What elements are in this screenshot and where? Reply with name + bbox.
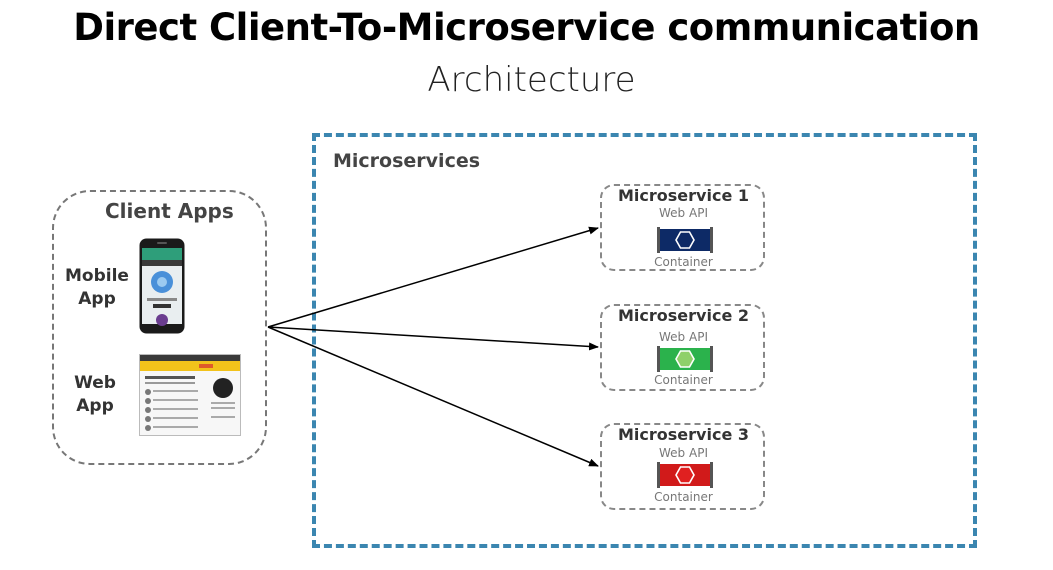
microservice-2-name: Microservice 2	[618, 306, 749, 325]
microservices-region	[312, 133, 977, 548]
web-app-label: Web App	[60, 372, 130, 418]
mobile-app-label-line1: Mobile	[65, 266, 129, 286]
diagram-title: Direct Client-To-Microservice communicat…	[73, 6, 980, 49]
client-apps-group	[52, 190, 267, 465]
microservice-3-box	[600, 423, 765, 510]
web-app-image	[139, 354, 241, 436]
microservice-3-api-label: Web API	[659, 446, 708, 460]
client-apps-title: Client Apps	[105, 199, 234, 223]
microservice-2-container-label: Container	[654, 373, 713, 387]
arrow-to-microservice-1	[267, 226, 599, 328]
mobile-app-label: Mobile App	[62, 265, 132, 311]
web-app-label-line1: Web	[74, 373, 116, 393]
microservice-3-container-label: Container	[654, 490, 713, 504]
microservice-1-api-label: Web API	[659, 206, 708, 220]
microservice-1-container-label: Container	[654, 255, 713, 269]
arrow-to-microservice-2	[267, 326, 599, 351]
mobile-phone-image	[139, 238, 185, 334]
container-icon	[657, 227, 713, 253]
diagram-subtitle: Architecture	[427, 60, 636, 100]
web-app-label-line2: App	[76, 396, 114, 416]
mobile-app-label-line2: App	[78, 289, 116, 309]
microservice-1-name: Microservice 1	[618, 186, 749, 205]
microservice-1-box	[600, 184, 765, 271]
container-icon	[657, 346, 713, 372]
container-icon	[657, 462, 713, 488]
microservice-3-name: Microservice 3	[618, 425, 749, 444]
microservice-2-box	[600, 304, 765, 391]
microservice-2-api-label: Web API	[659, 330, 708, 344]
arrow-to-microservice-3	[267, 326, 599, 467]
microservices-region-label: Microservices	[333, 150, 481, 172]
